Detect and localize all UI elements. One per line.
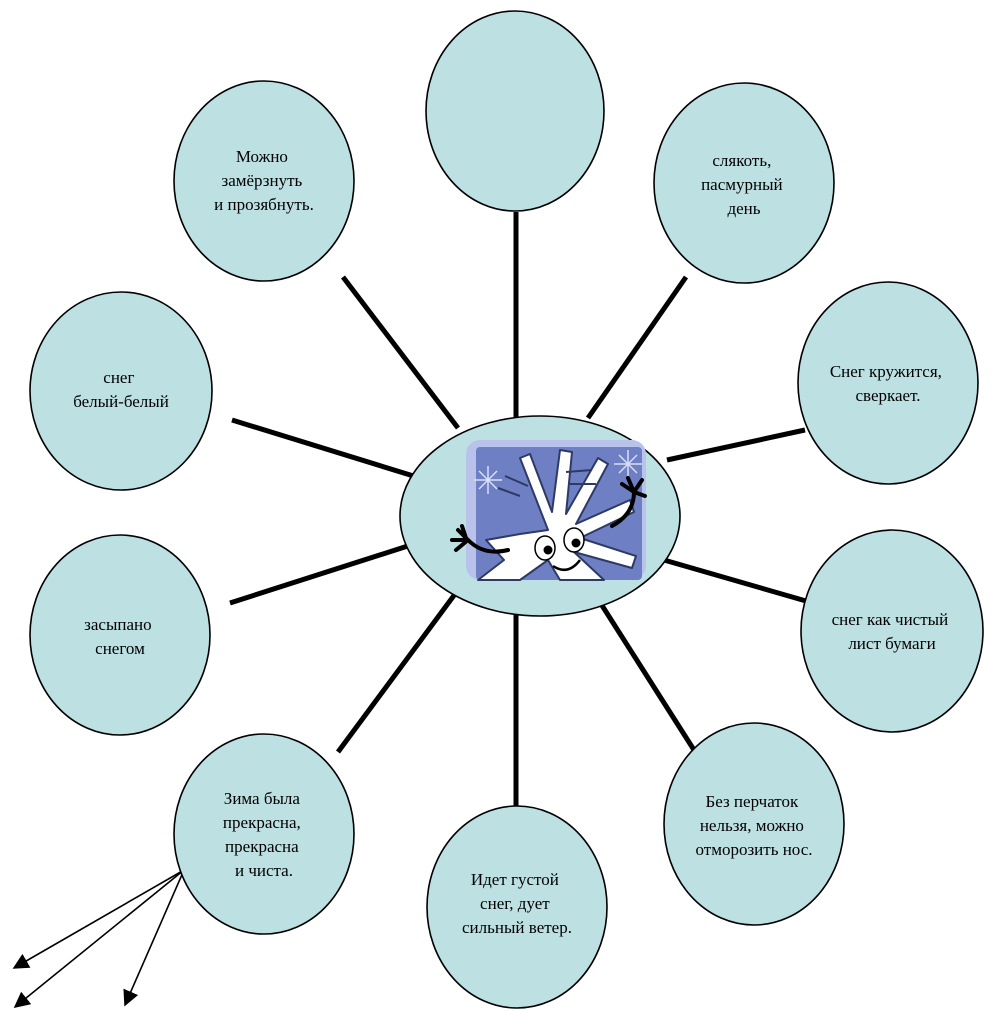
text-bottom: Идет густой снег, дует сильный ветер.: [462, 870, 572, 937]
text-line: снег как чистый: [832, 610, 949, 629]
text-right-lower: снег как чистый лист бумаги: [832, 610, 953, 653]
text-line: Зима была: [224, 789, 301, 808]
connector-left-lower: [229, 541, 415, 606]
text-line: прекрасна: [225, 837, 299, 856]
text-line: и чиста.: [235, 861, 293, 880]
connector-right-lower: [663, 557, 807, 604]
text-line: Можно: [236, 147, 288, 166]
text-left-upper: снег белый-белый: [73, 368, 169, 411]
bubble-bottom: [426, 805, 608, 1009]
text-line: засыпано: [84, 615, 151, 634]
text-line: отморозить нос.: [695, 840, 812, 859]
text-right-upper: Снег кружится, сверкает.: [830, 362, 946, 405]
bubble-left-upper: [29, 291, 213, 491]
text-line: слякоть,: [712, 151, 771, 170]
connector-top-left: [341, 275, 460, 430]
text-left-lower: засыпано снегом: [84, 615, 156, 658]
arrows: [12, 869, 185, 1009]
text-line: нельзя, можно: [700, 816, 804, 835]
connector-right-upper: [666, 427, 806, 463]
snowflake-character-icon: [450, 440, 647, 581]
bubble-top: [425, 10, 605, 212]
bubble-top-left: [173, 80, 355, 282]
text-line: и прозябнуть.: [214, 195, 314, 214]
text-line: пасмурный: [701, 175, 783, 194]
text-line: снег, дует: [480, 894, 550, 913]
text-top-right: слякоть, пасмурный день: [701, 151, 787, 218]
connector-left-upper: [231, 417, 421, 481]
text-line: лист бумаги: [848, 634, 935, 653]
bubble-texts: Можно замёрзнуть и прозябнуть. слякоть, …: [73, 147, 953, 937]
text-line: снегом: [95, 639, 145, 658]
connector-bottom-right: [593, 594, 697, 752]
arrow-3: [123, 869, 185, 1007]
text-line: день: [727, 199, 760, 218]
bubble-bottom-right: [663, 722, 845, 926]
text-bottom-left: Зима была прекрасна, прекрасна и чиста.: [223, 789, 305, 880]
connector-top-right: [585, 275, 689, 420]
text-line: сильный ветер.: [462, 918, 572, 937]
bubble-bottom-left: [173, 733, 355, 935]
text-line: Идет густой: [471, 870, 559, 889]
text-top-left: Можно замёрзнуть и прозябнуть.: [214, 147, 314, 214]
connector-bottom-left: [335, 588, 461, 754]
bubble-top-right: [653, 82, 835, 284]
arrow-2: [13, 869, 185, 1009]
text-line: снег: [103, 368, 134, 387]
bubble-right-lower: [800, 529, 984, 733]
text-bottom-right: Без перчаток нельзя, можно отморозить но…: [695, 792, 812, 859]
text-line: прекрасна,: [223, 813, 301, 832]
connectors: [229, 212, 807, 810]
text-line: белый-белый: [73, 392, 169, 411]
text-line: сверкает.: [855, 386, 920, 405]
bubble-left-lower: [29, 534, 211, 736]
arrow-1: [12, 869, 185, 969]
text-line: Снег кружится,: [830, 362, 942, 381]
bubble-right-upper: [797, 281, 979, 485]
text-line: замёрзнуть: [221, 171, 302, 190]
text-line: Без перчаток: [705, 792, 799, 811]
